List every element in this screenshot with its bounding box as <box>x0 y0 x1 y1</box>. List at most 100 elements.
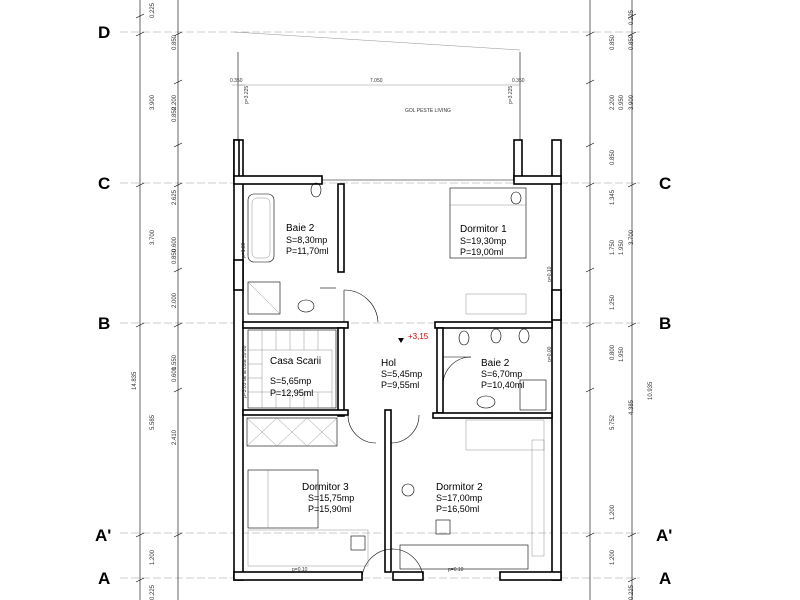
dim-left-inner-4: 2.625 <box>172 189 178 205</box>
dim-left-inner-2: 2.200 <box>172 94 178 110</box>
bathroom-fixtures <box>247 182 547 411</box>
room-casa-scarii: Casa Scarii S=5,65mp P=12,95ml <box>270 356 321 398</box>
room-name: Dormitor 1 <box>460 224 507 235</box>
dim-right-outer-9: 10.935 <box>648 381 654 400</box>
wardrobe-storage <box>246 417 545 557</box>
room-name: Casa Scarii <box>270 356 321 367</box>
axis-label-aprime-left: A' <box>95 526 111 545</box>
room-perimeter: P=19,00ml <box>460 247 503 257</box>
dims-left-outer: 0.225 3.900 3.700 14.835 5.585 1.200 0.2… <box>132 2 156 600</box>
dim-right-outer-1: 0.225 <box>629 9 635 25</box>
dim-left-inner-6: 0.850 <box>172 248 178 264</box>
axis-labels-left: D C B A' A <box>95 23 111 588</box>
room-area: S=19,30mp <box>460 236 506 246</box>
dim-left-outer-2: 3.900 <box>150 94 156 110</box>
dim-left-outer-6: 1.200 <box>150 549 156 565</box>
dim-right-outer-3: 3.900 <box>629 94 635 110</box>
room-area: S=17,00mp <box>436 493 482 503</box>
dim-left-inner-1: 0.850 <box>172 34 178 50</box>
axis-label-a-right: A <box>659 569 671 588</box>
top-left-small: 0.350 <box>230 78 243 84</box>
dims-right-outer: 0.225 0.850 3.900 0.950 3.700 1.950 1.95… <box>619 9 654 600</box>
axis-grid-lines <box>120 31 640 579</box>
level-text: +3,15 <box>408 332 429 341</box>
dim-left-outer-3: 3.700 <box>150 229 156 245</box>
dimension-lines <box>135 0 637 600</box>
room-perimeter: P=12,95ml <box>270 388 313 398</box>
top-p-right: p=3.225 <box>508 86 514 104</box>
p-left-wall: p=1.30 <box>241 242 247 258</box>
room-area: S=8,30mp <box>286 235 327 245</box>
room-dormitor1: Dormitor 1 S=19,30mp P=19,00ml <box>460 224 507 257</box>
dim-right-inner-2: 2.200 <box>610 94 616 110</box>
dim-right-outer-8: 4.385 <box>629 399 635 415</box>
dims-right-inner: 0.850 2.200 0.850 1.345 1.750 1.250 0.80… <box>610 34 616 565</box>
dim-right-outer-5: 3.700 <box>629 229 635 245</box>
room-perimeter: P=9,55ml <box>381 380 419 390</box>
dim-right-outer-7: 1.950 <box>619 346 625 362</box>
room-name: Dormitor 3 <box>302 482 349 493</box>
axis-label-b-right: B <box>659 314 671 333</box>
room-perimeter: P=15,90ml <box>308 504 351 514</box>
dim-left-inner-5: 0.600 <box>172 236 178 252</box>
room-dormitor3: Dormitor 3 S=15,75mp P=15,90ml <box>302 482 354 514</box>
axis-label-c-right: C <box>659 174 671 193</box>
dim-left-inner-8: 1.550 <box>172 354 178 370</box>
top-right-small: 0.350 <box>512 78 525 84</box>
dim-right-inner-4: 1.345 <box>610 189 616 205</box>
p-bottom-right: p=0.10 <box>448 567 464 573</box>
void-label: GOL PESTE LIVING <box>405 108 451 114</box>
top-p-left: p=3.225 <box>244 86 250 104</box>
exterior-walls <box>233 139 562 581</box>
room-name: Baie 2 <box>286 223 315 234</box>
top-span-dim: 7.050 <box>370 78 383 84</box>
room-perimeter: P=16,50ml <box>436 504 479 514</box>
dim-left-outer-1: 0.225 <box>150 2 156 18</box>
stair-note: p=3.05 de la cota ±0.00 <box>242 345 248 398</box>
axis-label-c-left: C <box>98 174 110 193</box>
dim-right-inner-7: 0.800 <box>610 344 616 360</box>
room-area: S=15,75mp <box>308 493 354 503</box>
axis-label-aprime-right: A' <box>656 526 672 545</box>
staircase: p=3.05 de la cota ±0.00 <box>242 329 337 409</box>
room-baie2-top: Baie 2 S=8,30mp P=11,70ml <box>286 223 329 256</box>
room-area: S=5,45mp <box>381 369 422 379</box>
room-name: Baie 2 <box>481 358 510 369</box>
room-area: S=5,65mp <box>270 376 311 386</box>
dim-left-outer-4: 14.835 <box>132 371 138 390</box>
room-name: Hol <box>381 358 396 369</box>
dim-right-inner-5: 1.750 <box>610 239 616 255</box>
dim-right-outer-2: 0.850 <box>629 34 635 50</box>
p-right-wall2: p=0.00 <box>547 346 553 362</box>
dim-right-inner-3: 0.850 <box>610 149 616 165</box>
dim-left-inner-7: 2.000 <box>172 292 178 308</box>
dim-left-inner-10: 2.410 <box>172 429 178 445</box>
dim-right-inner-1: 0.850 <box>610 34 616 50</box>
room-area: S=6,70mp <box>481 369 522 379</box>
dim-left-outer-5: 5.585 <box>150 414 156 430</box>
axis-label-b-left: B <box>98 314 110 333</box>
wall-labels: p=1.30 p=0.10 p=0.00 p=0.10 p=0.10 <box>241 242 553 573</box>
axis-labels-right: C B A' A <box>656 174 672 588</box>
dim-right-inner-8: 5.752 <box>610 414 616 430</box>
doors <box>320 287 472 581</box>
axis-label-a-left: A <box>98 569 110 588</box>
dim-right-inner-9: 1.200 <box>610 504 616 520</box>
dim-right-inner-10: 1.200 <box>610 549 616 565</box>
dims-left-inner: 0.850 2.200 0.850 2.625 0.600 0.850 2.00… <box>172 34 178 445</box>
level-mark: +3,15 <box>398 332 429 343</box>
axis-label-d-left: D <box>98 23 110 42</box>
dim-left-outer-7: 0.225 <box>150 584 156 600</box>
dim-left-inner-9: 0.600 <box>172 366 178 382</box>
room-dormitor2: Dormitor 2 S=17,00mp P=16,50ml <box>436 482 483 514</box>
room-name: Dormitor 2 <box>436 482 483 493</box>
dim-right-outer-6: 1.950 <box>619 239 625 255</box>
dim-right-outer-4: 0.950 <box>619 94 625 110</box>
p-bottom-left: p=0.10 <box>292 567 308 573</box>
dim-left-inner-3: 0.850 <box>172 106 178 122</box>
dim-right-outer-10: 0.225 <box>629 584 635 600</box>
interior-walls <box>242 179 553 573</box>
room-perimeter: P=10,40ml <box>481 380 524 390</box>
room-hol: Hol S=5,45mp P=9,55ml <box>381 358 422 390</box>
